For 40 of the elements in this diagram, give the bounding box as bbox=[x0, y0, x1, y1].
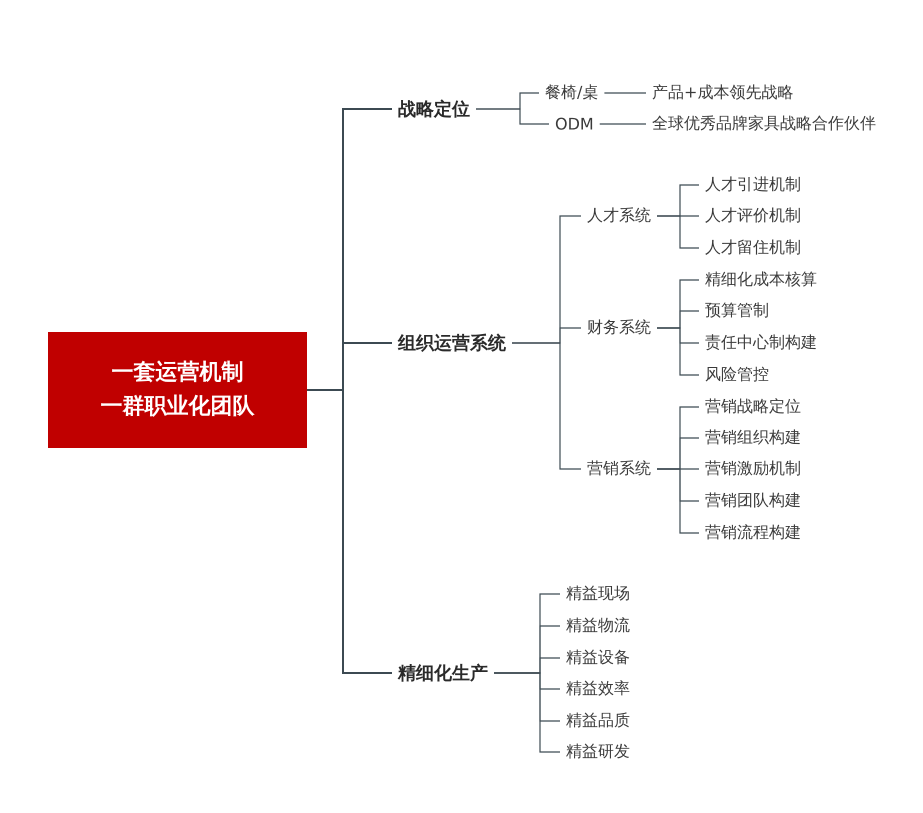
topic-label: 战略定位 bbox=[398, 99, 470, 120]
topic-label: 人才引进机制 bbox=[705, 174, 801, 194]
connector-line bbox=[657, 327, 699, 376]
topic-label: 精细化成本核算 bbox=[705, 270, 817, 288]
connector-line bbox=[494, 672, 560, 753]
topic-label: 精益研发 bbox=[566, 742, 630, 760]
topic-label: 餐椅/桌 bbox=[545, 82, 598, 102]
topic-label: 风险管控 bbox=[705, 364, 769, 384]
connector-line bbox=[600, 123, 646, 125]
topic-label: 营销团队构建 bbox=[705, 490, 801, 510]
topic-label: 精益物流 bbox=[566, 616, 630, 634]
topic-label: 营销激励机制 bbox=[705, 458, 801, 478]
topic-label: 责任中心制构建 bbox=[705, 332, 817, 352]
connector-line bbox=[604, 92, 646, 94]
topic-label: 全球优秀品牌家具战略合作伙伴 bbox=[652, 114, 876, 132]
topic-label: 精益现场 bbox=[566, 584, 630, 602]
topic-label: ODM bbox=[555, 114, 594, 134]
connector-line bbox=[512, 342, 581, 470]
topic-label: 精益设备 bbox=[566, 648, 630, 666]
connector-line bbox=[307, 389, 392, 674]
connector-line bbox=[476, 108, 549, 125]
root-box bbox=[48, 332, 307, 448]
topic-label: 预算管制 bbox=[705, 300, 769, 320]
topic-label: 组织运营系统 bbox=[398, 333, 506, 354]
topic-label: 人才评价机制 bbox=[705, 206, 801, 224]
topic-label: 产品+成本领先战略 bbox=[652, 82, 794, 102]
topic-label: 营销流程构建 bbox=[705, 522, 801, 542]
topic-label: 精益效率 bbox=[566, 678, 630, 698]
topic-label: 营销系统 bbox=[587, 458, 651, 478]
topic-label: 营销组织构建 bbox=[705, 428, 801, 446]
connector-line bbox=[657, 468, 699, 534]
root-title: 一套运营机制 bbox=[110, 359, 244, 387]
topic-label: 精细化生产 bbox=[398, 663, 488, 684]
connector-line bbox=[657, 215, 699, 249]
root-title: 一群职业化团队 bbox=[100, 393, 256, 421]
topic-label: 人才系统 bbox=[587, 206, 651, 224]
topic-label: 精益品质 bbox=[566, 710, 630, 730]
topic-label: 财务系统 bbox=[587, 318, 651, 336]
topic-label: 人才留住机制 bbox=[705, 238, 801, 256]
topic-label: 营销战略定位 bbox=[705, 396, 801, 416]
